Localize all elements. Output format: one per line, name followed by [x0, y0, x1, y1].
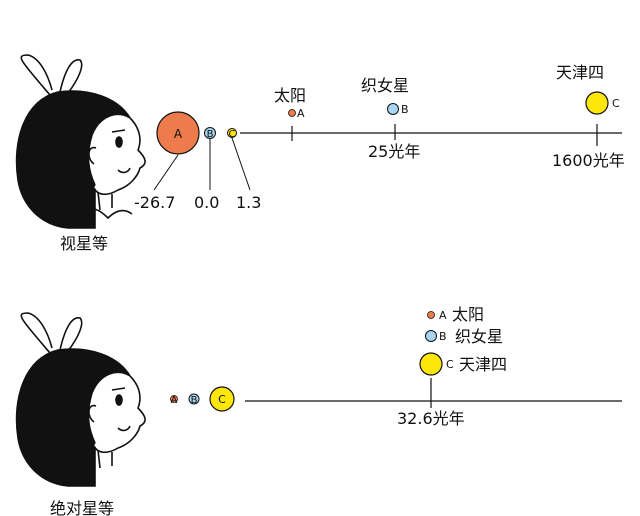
leader-line-deneb: [231, 137, 251, 191]
svg-text:C: C: [218, 393, 226, 406]
svg-text:B: B: [207, 129, 214, 140]
label-deneb-absolute: 天津四: [459, 355, 507, 374]
svg-text:A: A: [171, 395, 178, 406]
dot-vega-apparent: [387, 103, 399, 115]
marker-sun-apparent: A: [156, 111, 200, 155]
dot-deneb-absolute: [419, 352, 443, 376]
letter-vega-absolute: B: [439, 330, 447, 343]
girl-head-absolute: [15, 312, 146, 487]
caption-apparent: 视星等: [60, 234, 108, 253]
dot-sun-apparent: [288, 109, 296, 117]
letter-sun-apparent: A: [297, 107, 305, 120]
absolute-magnitude-panel: 绝对星等 A B C A 太阳 B 织女星 C 天津四 32.6光年: [15, 305, 622, 516]
label-sun-apparent: 太阳: [274, 86, 306, 105]
distance-vega: 25光年: [368, 142, 420, 161]
leader-line-sun: [153, 154, 179, 191]
dot-vega-absolute: [425, 330, 437, 342]
girl-head-apparent: [15, 54, 146, 229]
apparent-magnitude-panel: 视星等 A B C -26.7 0.0 1.3 太阳 A 织女星: [15, 54, 625, 253]
letter-vega-apparent: B: [401, 103, 409, 116]
label-vega-apparent: 织女星: [361, 76, 409, 95]
magnitude-vega: 0.0: [194, 193, 219, 212]
magnitude-sun: -26.7: [134, 193, 175, 212]
distance-absolute: 32.6光年: [397, 409, 465, 428]
distance-deneb: 1600光年: [552, 151, 625, 170]
svg-text:B: B: [191, 395, 198, 406]
letter-deneb-apparent: C: [612, 97, 620, 110]
letter-sun-absolute: A: [439, 309, 447, 322]
label-sun-absolute: 太阳: [452, 305, 484, 324]
marker-deneb-absolute: C: [209, 386, 235, 412]
dot-sun-absolute: [427, 311, 435, 319]
label-deneb-apparent: 天津四: [556, 63, 604, 82]
marker-vega-absolute: B: [188, 393, 200, 406]
marker-deneb-apparent: C: [227, 128, 237, 140]
letter-deneb-absolute: C: [446, 358, 454, 371]
svg-text:C: C: [229, 129, 236, 140]
caption-absolute: 绝对星等: [50, 499, 114, 516]
marker-vega-apparent: B: [204, 127, 216, 140]
label-vega-absolute: 织女星: [455, 327, 503, 346]
magnitude-deneb: 1.3: [236, 193, 261, 212]
dot-deneb-apparent: [585, 91, 609, 115]
marker-sun-absolute: A: [170, 395, 178, 406]
svg-text:A: A: [174, 127, 183, 141]
